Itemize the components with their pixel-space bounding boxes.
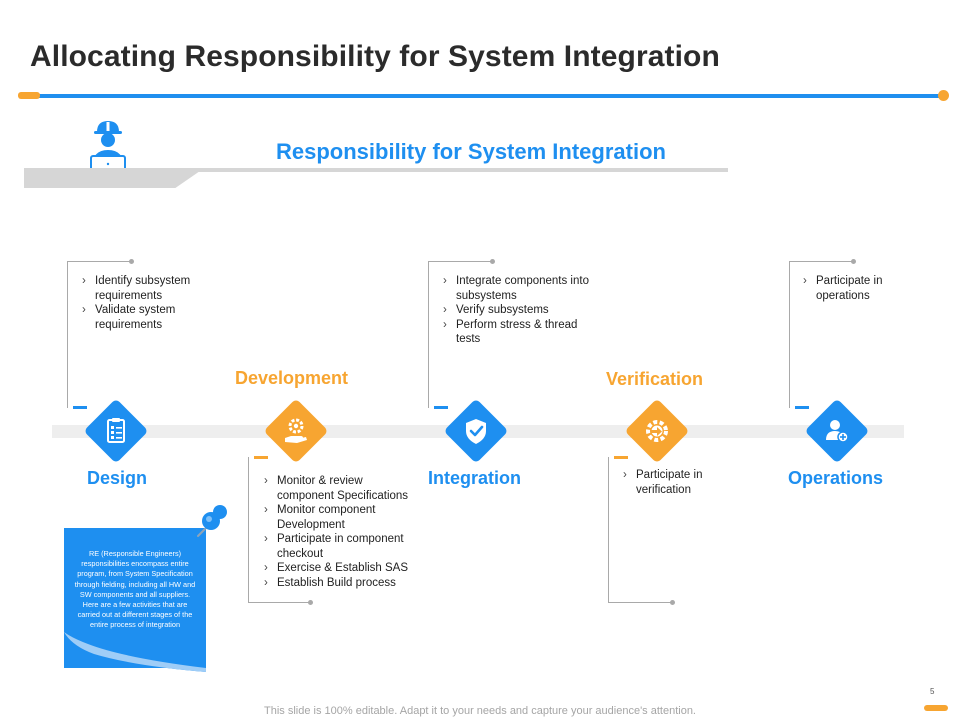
list-item: Verify subsystems bbox=[441, 303, 591, 318]
integration-bracket-top bbox=[428, 261, 492, 262]
list-item: Participate in component checkout bbox=[262, 532, 422, 561]
verification-bracket-bottom bbox=[608, 602, 672, 603]
gear-arrow-icon bbox=[646, 420, 668, 442]
development-bracket-bottom bbox=[248, 602, 310, 603]
integration-tick bbox=[434, 406, 448, 409]
verification-bullets: Participate in verification bbox=[621, 468, 731, 497]
stage-label-operations: Operations bbox=[788, 468, 884, 488]
stage-label-development: Development bbox=[235, 368, 349, 388]
design-bracket bbox=[67, 262, 68, 408]
integration-bracket bbox=[428, 262, 429, 408]
list-item: Perform stress & thread tests bbox=[441, 318, 591, 347]
banner-underline bbox=[24, 168, 728, 172]
design-bullets: Identify subsystem requirements Validate… bbox=[80, 274, 220, 332]
page-number: 5 bbox=[930, 687, 935, 696]
development-bracket bbox=[248, 457, 249, 602]
verification-tick bbox=[614, 456, 628, 459]
checklist-icon bbox=[107, 418, 125, 443]
development-tick bbox=[254, 456, 268, 459]
list-item: Exercise & Establish SAS bbox=[262, 561, 422, 576]
list-item: Integrate components into subsystems bbox=[441, 274, 591, 303]
list-item: Participate in operations bbox=[801, 274, 911, 303]
stage-label-design: Design bbox=[87, 468, 148, 488]
list-item: Monitor & review component Specification… bbox=[262, 474, 422, 503]
list-item: Validate system requirements bbox=[80, 303, 220, 332]
gear-hand-icon bbox=[285, 418, 307, 443]
design-tick bbox=[73, 406, 87, 409]
push-pin-icon bbox=[197, 505, 227, 537]
development-bracket-dot bbox=[308, 600, 313, 605]
operations-bracket-dot bbox=[851, 259, 856, 264]
title-underline bbox=[20, 94, 944, 98]
list-item: Monitor component Development bbox=[262, 503, 422, 532]
section-title: Responsibility for System Integration bbox=[276, 139, 666, 164]
underline-cap-left bbox=[18, 92, 40, 99]
list-item: Identify subsystem requirements bbox=[80, 274, 220, 303]
note-text: RE (Responsible Engineers) responsibilit… bbox=[74, 549, 196, 630]
development-bullets: Monitor & review component Specification… bbox=[262, 474, 422, 590]
design-bracket-top bbox=[67, 261, 131, 262]
operations-bracket bbox=[789, 262, 790, 408]
slide-title: Allocating Responsibility for System Int… bbox=[30, 40, 720, 73]
integration-bracket-dot bbox=[490, 259, 495, 264]
operations-bullets: Participate in operations bbox=[801, 274, 911, 303]
design-bracket-dot bbox=[129, 259, 134, 264]
underline-cap-right bbox=[938, 90, 949, 101]
page-number-cap bbox=[924, 705, 948, 711]
footer-text: This slide is 100% editable. Adapt it to… bbox=[264, 705, 696, 717]
operations-tick bbox=[795, 406, 809, 409]
integration-bullets: Integrate components into subsystems Ver… bbox=[441, 274, 591, 347]
verification-bracket-dot bbox=[670, 600, 675, 605]
list-item: Establish Build process bbox=[262, 576, 422, 591]
note-page-curl bbox=[64, 628, 206, 672]
stage-label-verification: Verification bbox=[606, 369, 704, 389]
stage-label-integration: Integration bbox=[428, 468, 521, 488]
user-add-icon bbox=[826, 420, 849, 443]
operations-bracket-top bbox=[789, 261, 853, 262]
list-item: Participate in verification bbox=[621, 468, 731, 497]
shield-check-icon bbox=[466, 419, 486, 444]
banner-wedge bbox=[24, 171, 200, 188]
verification-bracket bbox=[608, 457, 609, 602]
